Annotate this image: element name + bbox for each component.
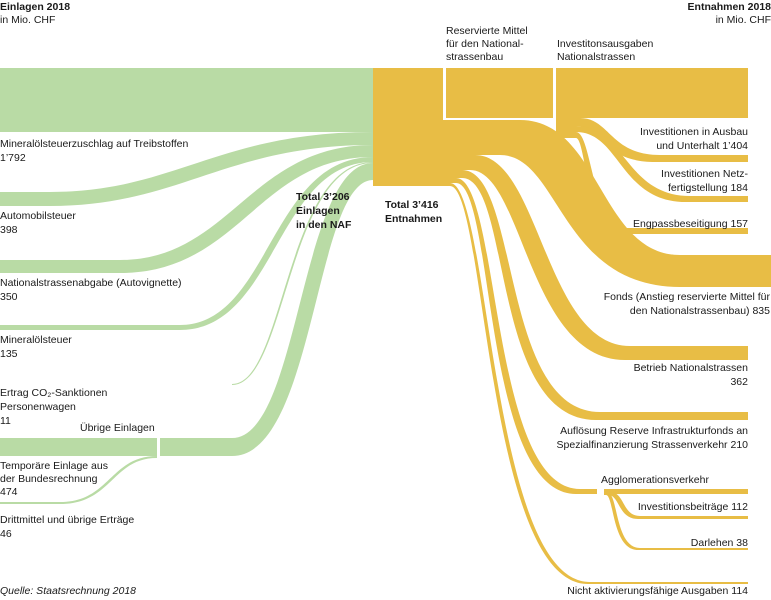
label-autovignette: Nationalstrassenabgabe (Autovignette) bbox=[0, 277, 182, 289]
flow-mineraloelsteuerzuschlag bbox=[0, 68, 373, 132]
reserved-funds-1: Reservierte Mittel bbox=[446, 25, 528, 37]
label-nicht-aktivierungsfaehig: Nicht aktivierungsfähige Ausgaben 114 bbox=[567, 585, 748, 597]
label-netz-1: Investitionen Netz- bbox=[661, 168, 748, 180]
label-fonds-2: den Nationalstrassenbau) 835 bbox=[629, 305, 770, 317]
label-betrieb-2: 362 bbox=[730, 376, 748, 388]
label-aufloesung-1: Auflösung Reserve Infrastrukturfonds an bbox=[560, 425, 748, 437]
total-in-line2: Einlagen bbox=[296, 205, 340, 217]
label-automobilsteuer: Automobilsteuer bbox=[0, 210, 76, 222]
flow-agglo-invest bbox=[604, 489, 748, 494]
label-uebrige-einlagen: Übrige Einlagen bbox=[80, 422, 155, 434]
label-fonds-1: Fonds (Anstieg reservierte Mittel für bbox=[603, 291, 770, 303]
flow-reserved-funds bbox=[446, 68, 553, 118]
reserved-funds-2: für den National- bbox=[446, 38, 524, 50]
flow-autovignette bbox=[0, 145, 373, 273]
flow-investitionsbeitraege bbox=[604, 492, 748, 519]
flow-nicht-aktivierungsfaehig bbox=[443, 183, 748, 584]
label-mineraloelsteuerzuschlag: Mineralölsteuerzuschlag auf Treibstoffen bbox=[0, 138, 189, 150]
flow-betrieb bbox=[443, 155, 748, 360]
value-autovignette: 350 bbox=[0, 291, 18, 303]
flow-temporaere-einlage bbox=[0, 438, 157, 456]
label-netz-2: fertigstellung 184 bbox=[668, 182, 748, 194]
flow-trunk bbox=[373, 68, 443, 186]
flow-agglomeration bbox=[443, 178, 597, 494]
inflow-title: Einlagen 2018 bbox=[0, 1, 71, 13]
total-in-line1: Total 3’206 bbox=[296, 191, 350, 203]
label-engpass: Engpassbeseitigung 157 bbox=[632, 218, 748, 230]
label-aufloesung-2: Spezialfinanzierung Strassenverkehr 210 bbox=[556, 439, 748, 451]
value-temporaere-einlage: 474 bbox=[0, 486, 18, 498]
label-ausbau-1: Investitionen in Ausbau bbox=[640, 126, 748, 138]
flow-netz bbox=[556, 126, 748, 202]
outflow-bands bbox=[373, 68, 771, 584]
source-note: Quelle: Staatsrechnung 2018 bbox=[0, 585, 137, 597]
flow-investment-header bbox=[556, 68, 748, 118]
label-betrieb-1: Betrieb Nationalstrassen bbox=[633, 362, 748, 374]
flow-ausbau bbox=[556, 118, 748, 162]
label-ausbau-2: und Unterhalt 1’404 bbox=[656, 140, 748, 152]
label-drittmittel: Drittmittel und übrige Erträge bbox=[0, 514, 135, 526]
invest-header-1: Investitonsausgaben bbox=[557, 38, 654, 50]
value-co2-sanktionen: 11 bbox=[0, 415, 11, 427]
outflow-unit: in Mio. CHF bbox=[715, 14, 771, 26]
label-investitionsbeitraege: Investitionsbeiträge 112 bbox=[637, 501, 748, 513]
value-automobilsteuer: 398 bbox=[0, 224, 18, 236]
total-in-line3: in den NAF bbox=[296, 219, 352, 231]
flow-uebrige-einlagen bbox=[160, 163, 373, 456]
label-temporaere-einlage-1: Temporäre Einlage aus bbox=[0, 460, 108, 472]
flow-fonds bbox=[443, 120, 771, 287]
label-co2-sanktionen-2: Personenwagen bbox=[0, 401, 76, 413]
flow-automobilsteuer bbox=[0, 132, 373, 206]
label-darlehen: Darlehen 38 bbox=[690, 537, 748, 549]
reserved-funds-3: strassenbau bbox=[446, 51, 504, 63]
value-mineraloelsteuer: 135 bbox=[0, 348, 18, 360]
value-drittmittel: 46 bbox=[0, 528, 12, 540]
value-mineraloelsteuerzuschlag: 1’792 bbox=[0, 152, 26, 164]
inflow-unit: in Mio. CHF bbox=[0, 14, 56, 26]
label-temporaere-einlage-2: der Bundesrechnung bbox=[0, 473, 98, 485]
outflow-title: Entnahmen 2018 bbox=[687, 1, 771, 13]
total-out-line1: Total 3’416 bbox=[385, 199, 439, 211]
label-agglomeration: Agglomerationsverkehr bbox=[601, 474, 709, 486]
label-mineraloelsteuer: Mineralölsteuer bbox=[0, 334, 72, 346]
inflow-bands bbox=[0, 68, 373, 504]
label-co2-sanktionen-1: Ertrag CO₂-Sanktionen bbox=[0, 387, 108, 399]
invest-header-2: Nationalstrassen bbox=[557, 51, 636, 63]
total-out-line2: Entnahmen bbox=[385, 213, 443, 225]
